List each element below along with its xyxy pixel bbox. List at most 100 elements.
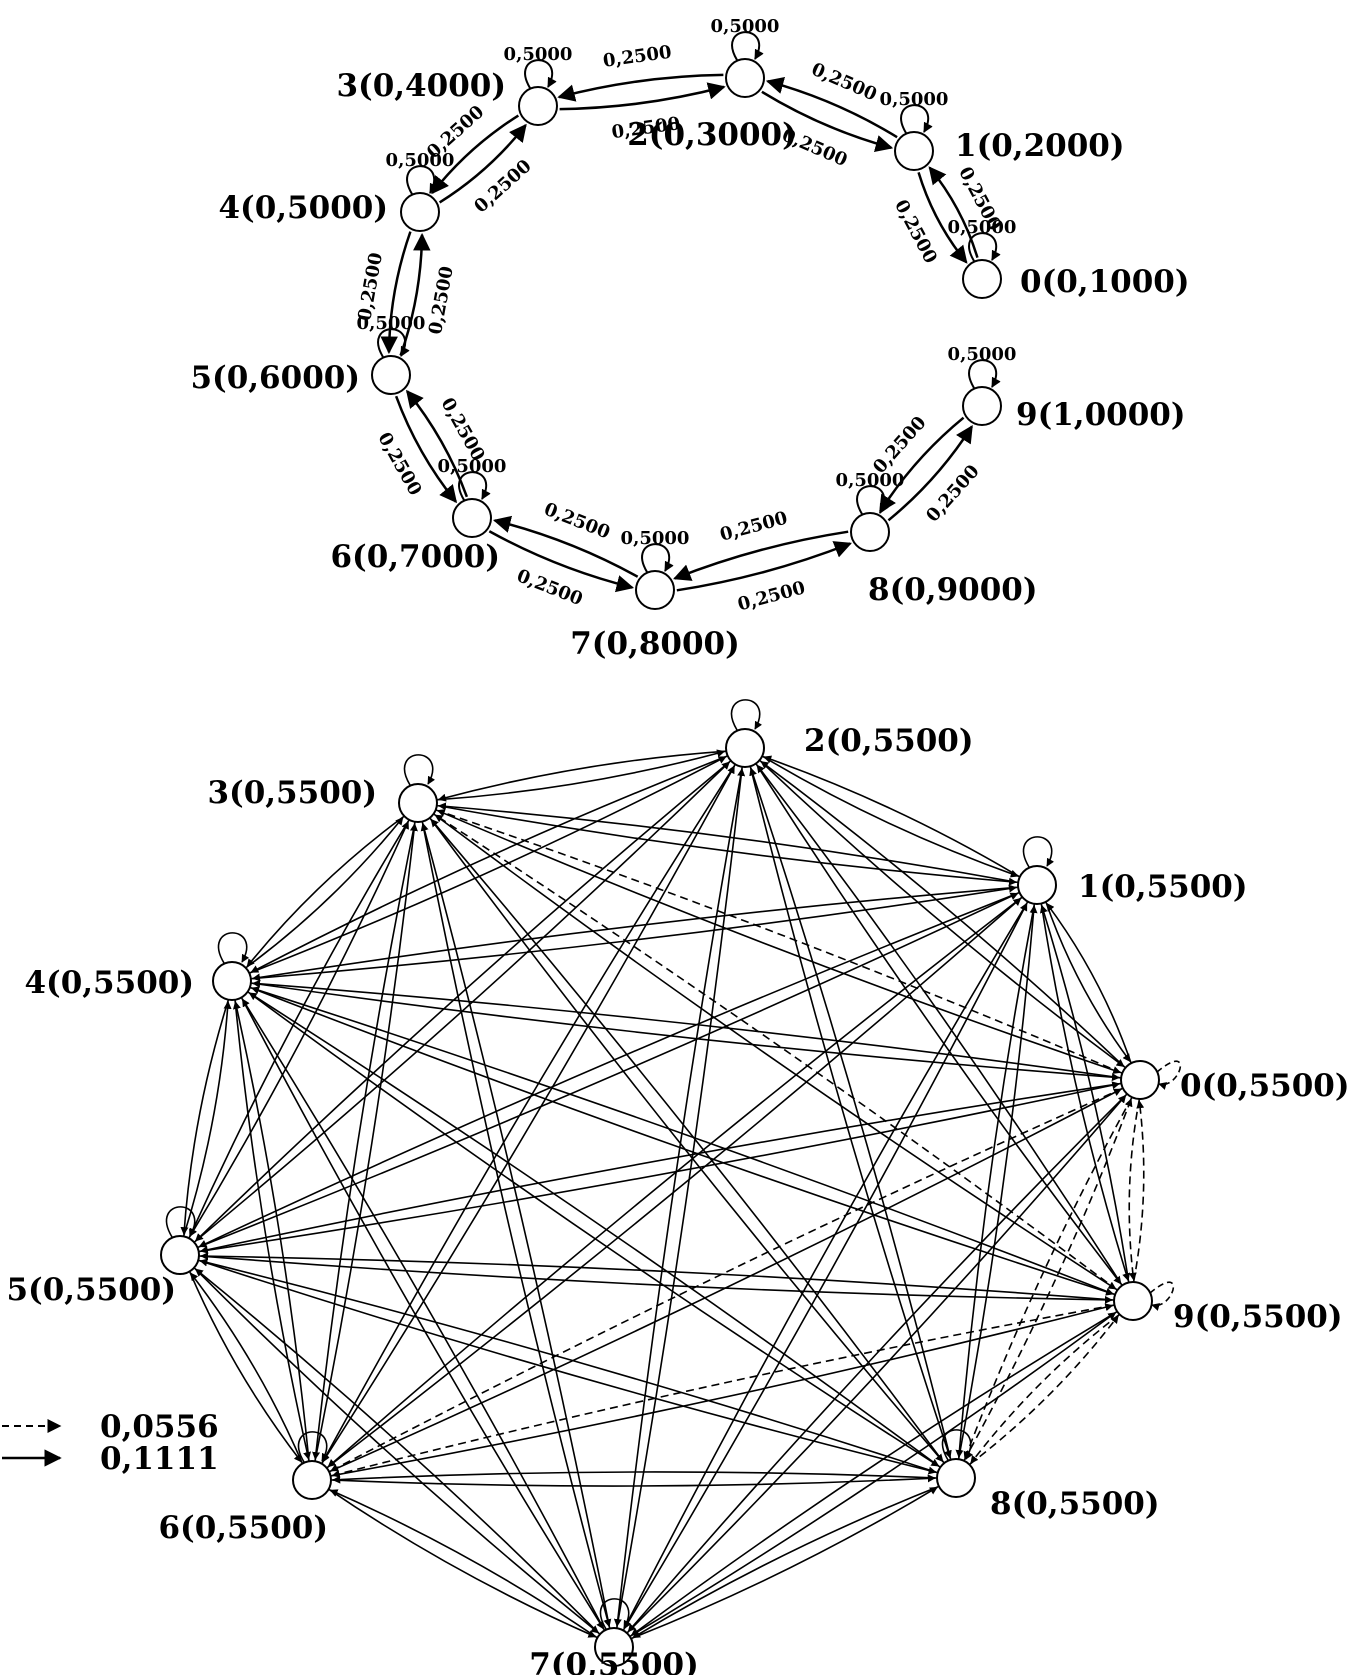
- transition-edge-43: [247, 991, 940, 1467]
- transition-edge-81: [1132, 1100, 1145, 1283]
- self-loop: [1156, 1060, 1182, 1090]
- transition-edge-47: [193, 761, 730, 1243]
- state-node-5: [160, 1235, 200, 1275]
- self-loop-label: 0,5000: [711, 16, 780, 37]
- transition-edge-29: [436, 749, 726, 801]
- transition-edge-70: [630, 1486, 938, 1640]
- transition-edge-17: [1040, 903, 1130, 1282]
- self-loop: [968, 359, 1001, 389]
- state-node-2: [725, 728, 765, 768]
- chain-edge-8: [380, 231, 412, 355]
- transition-edge-86: [200, 1252, 1115, 1301]
- chain-edge-6: [431, 114, 520, 195]
- self-loop-label: 0,5000: [438, 456, 507, 477]
- chain-edge-7: [438, 123, 527, 204]
- state-label-3: 3(0,4000): [336, 68, 506, 104]
- transition-edge-34: [429, 817, 944, 1463]
- chain-edge-1: [917, 171, 968, 264]
- transition-edge-80: [968, 1315, 1119, 1466]
- transition-edge-2: [436, 809, 1123, 1074]
- state-label-6: 6(0,7000): [330, 539, 500, 575]
- chain-edge-12: [488, 530, 635, 593]
- chain-edge-13: [492, 515, 639, 578]
- self-loop: [856, 485, 889, 515]
- transition-edge-79: [632, 1485, 940, 1639]
- self-loop-label: 0,5000: [836, 470, 905, 491]
- transition-edge-16: [955, 903, 1036, 1458]
- transition-edge-24: [613, 766, 744, 1628]
- self-loop: [217, 932, 250, 964]
- state-label-1: 1(0,2000): [955, 128, 1125, 164]
- transition-edge-73: [957, 905, 1038, 1460]
- legend-dashed-label: 0,0556: [100, 1409, 219, 1445]
- state-node-0: [1120, 1060, 1160, 1100]
- state-node-8: [936, 1458, 976, 1498]
- transition-edge-25: [749, 766, 952, 1459]
- transition-edge-75: [430, 818, 945, 1464]
- state-label-2: 2(0,5500): [804, 723, 974, 759]
- transition-edge-65: [615, 767, 746, 1629]
- edge-probability-label: 0,2500: [373, 429, 425, 499]
- self-loop: [599, 1598, 632, 1630]
- transition-edge-62: [330, 1303, 1114, 1477]
- transition-edge-67: [241, 998, 606, 1631]
- transition-edge-39: [245, 816, 404, 969]
- transition-edge-6: [627, 1093, 1128, 1633]
- transition-edge-48: [188, 820, 409, 1239]
- edge-probability-label: 0,2500: [602, 42, 673, 72]
- transition-edge-77: [199, 1258, 938, 1474]
- edge-probability-label: 0,2500: [470, 156, 535, 218]
- transition-edge-7: [963, 1096, 1133, 1460]
- transition-edge-72: [963, 1098, 1133, 1462]
- transition-edge-68: [194, 1268, 601, 1635]
- transition-edge-21: [250, 755, 728, 974]
- state-label-4: 4(0,5000): [218, 190, 388, 226]
- state-node-3: [398, 783, 438, 823]
- transition-edge-13: [198, 891, 1020, 1248]
- transition-edge-46: [197, 892, 1019, 1249]
- transition-edge-63: [626, 1094, 1127, 1634]
- transition-edge-37: [250, 884, 1017, 980]
- transition-edge-66: [420, 822, 611, 1629]
- transition-edge-9: [1045, 901, 1131, 1063]
- chain-edge-11: [405, 389, 469, 498]
- chain-diagram-top: 0,2500 0,2500 0,2500 0,2500 0,2500 0,2500 0,25…: [190, 16, 1189, 662]
- transition-edge-87: [331, 1304, 1115, 1478]
- self-loop: [1149, 1281, 1175, 1311]
- transition-edge-8: [1128, 1098, 1141, 1281]
- state-node-4: [400, 192, 440, 232]
- transition-edge-1: [760, 760, 1127, 1069]
- edge-probability-label: 0,2500: [890, 196, 941, 267]
- state-label-9: 9(1,0000): [1016, 397, 1186, 433]
- transition-edge-40: [180, 999, 230, 1236]
- state-node-2: [725, 58, 765, 98]
- self-loop: [730, 699, 763, 731]
- state-label-2: 2(0,3000): [627, 117, 797, 153]
- self-loop: [900, 104, 933, 134]
- transition-edge-84: [434, 814, 1118, 1291]
- transition-edge-19: [761, 755, 1019, 878]
- transition-edge-10: [763, 755, 1021, 878]
- self-loop-label: 0,5000: [386, 150, 455, 171]
- edge-probability-label: 0,2500: [718, 507, 790, 545]
- transition-edge-78: [332, 1471, 938, 1484]
- edge-probability-label: 0,2500: [354, 251, 387, 323]
- edge-probability-label: 0,2500: [736, 577, 808, 615]
- self-loop: [165, 1206, 198, 1238]
- transition-edge-56: [320, 765, 736, 1465]
- self-loop: [941, 1429, 974, 1461]
- complete-graph-diagram-bottom: 0(0,5500)1(0,5500)2(0,5500)3(0,5500)4(0,…: [6, 699, 1350, 1675]
- transition-edge-51: [193, 1267, 600, 1634]
- state-label-6: 6(0,5500): [158, 1510, 328, 1546]
- state-node-4: [212, 961, 252, 1001]
- transition-edge-45: [198, 1081, 1121, 1253]
- transition-edge-50: [188, 1271, 303, 1463]
- state-label-8: 8(0,9000): [868, 572, 1038, 608]
- chain-edge-4: [557, 73, 724, 102]
- state-label-0: 0(0,1000): [1020, 264, 1190, 300]
- edge-probability-label: 0,2500: [514, 565, 586, 610]
- state-node-9: [962, 386, 1002, 426]
- self-loop: [1022, 836, 1055, 868]
- self-loop-label: 0,5000: [880, 89, 949, 110]
- chain-edge-2: [765, 76, 898, 139]
